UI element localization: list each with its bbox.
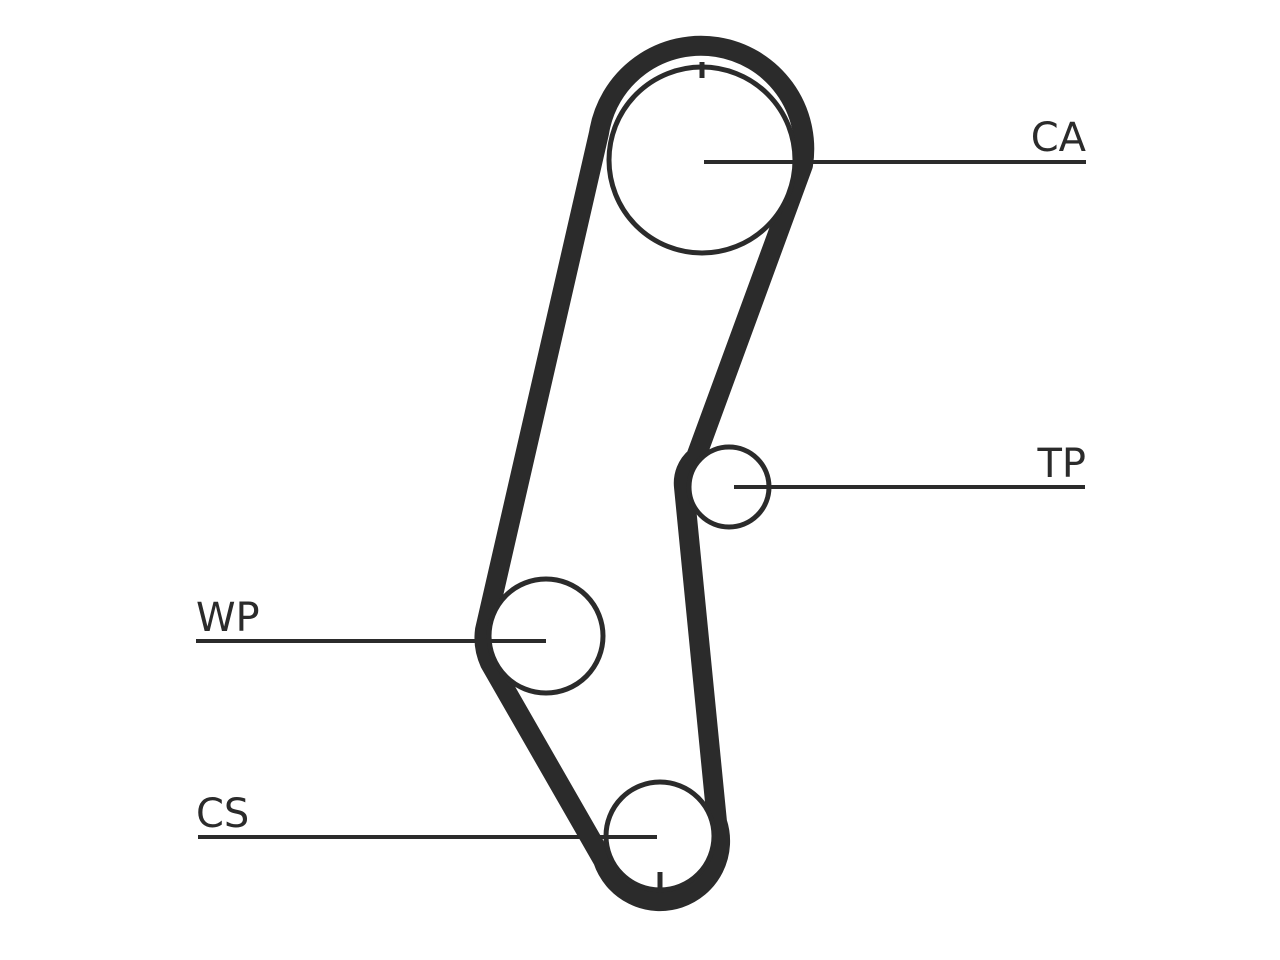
ca-label: CA: [1031, 115, 1087, 161]
water-pump-pulley: [486, 576, 606, 696]
timing-belt: [474, 35, 815, 912]
tp-label: TP: [1036, 441, 1086, 487]
wp-label: WP: [196, 595, 260, 641]
cs-label: CS: [196, 791, 249, 837]
